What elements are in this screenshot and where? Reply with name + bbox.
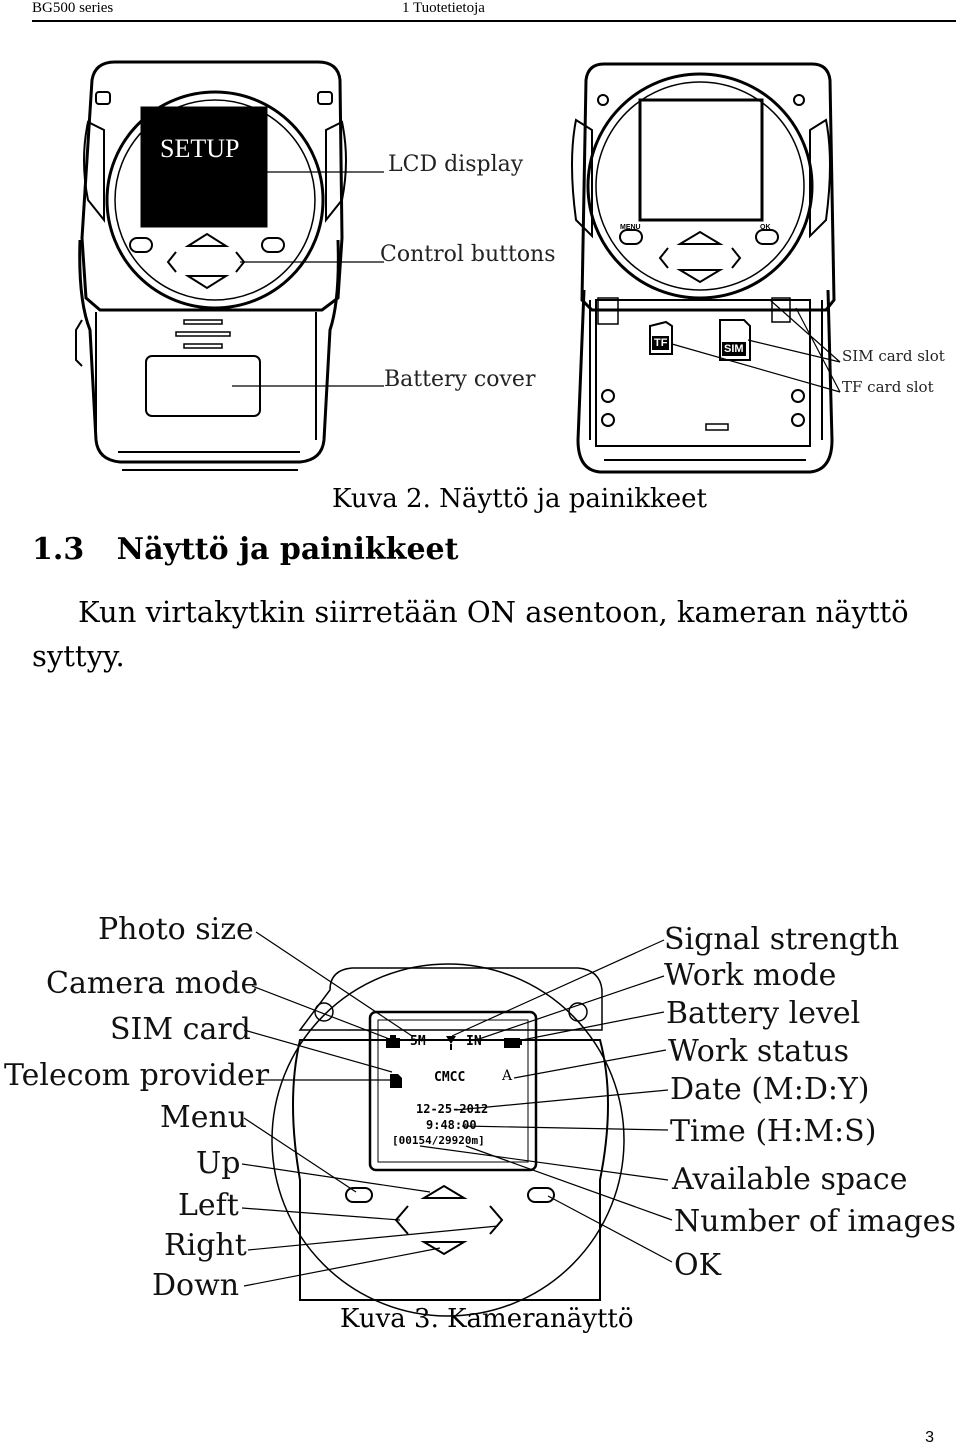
screen-work-mode: IN bbox=[466, 1034, 482, 1049]
section-heading: 1.3 Näyttö ja painikkeet bbox=[32, 532, 458, 567]
label-work-mode: Work mode bbox=[664, 958, 837, 993]
label-ok: OK bbox=[674, 1248, 722, 1283]
label-lcd-display: LCD display bbox=[388, 152, 524, 177]
label-date: Date (M:D:Y) bbox=[670, 1072, 870, 1107]
menu-button-label: MENU bbox=[620, 224, 641, 231]
sim-slot-mark: SIM bbox=[722, 342, 746, 356]
label-number-of-images: Number of images bbox=[674, 1204, 956, 1239]
section-number: 1.3 bbox=[32, 532, 85, 567]
tf-slot-mark: TF bbox=[652, 336, 670, 350]
label-battery-cover: Battery cover bbox=[384, 367, 536, 392]
page-number: 3 bbox=[925, 1429, 934, 1446]
label-signal-strength: Signal strength bbox=[664, 922, 900, 957]
lcd-screen: SETUP bbox=[142, 108, 266, 226]
label-tf-card-slot: TF card slot bbox=[842, 378, 934, 396]
label-sim-card-slot: SIM card slot bbox=[842, 347, 945, 365]
label-camera-mode: Camera mode bbox=[46, 966, 259, 1001]
label-control-buttons: Control buttons bbox=[380, 242, 556, 267]
label-work-status: Work status bbox=[668, 1034, 850, 1069]
screen-provider: CMCC bbox=[434, 1070, 466, 1085]
label-menu: Menu bbox=[160, 1100, 248, 1135]
label-up: Up bbox=[196, 1146, 241, 1181]
label-right: Right bbox=[164, 1228, 247, 1263]
header-series: BG500 series bbox=[32, 0, 114, 16]
screen-status: A bbox=[502, 1068, 513, 1084]
screen-time: 9:48:00 bbox=[426, 1118, 477, 1132]
figure-3-caption: Kuva 3. Kameranäyttö bbox=[340, 1304, 634, 1334]
label-available-space: Available space bbox=[672, 1162, 908, 1197]
screen-date: 12-25-2012 bbox=[416, 1102, 489, 1116]
header-chapter: 1 Tuotetietoja bbox=[402, 0, 485, 16]
label-telecom-provider: Telecom provider bbox=[4, 1058, 270, 1093]
label-photo-size: Photo size bbox=[98, 912, 254, 947]
label-time: Time (H:M:S) bbox=[670, 1114, 877, 1149]
screen-counter: [00154/29920m] bbox=[392, 1134, 485, 1147]
figure-2-caption: Kuva 2. Näyttö ja painikkeet bbox=[332, 484, 707, 514]
page-header: BG500 series 1 Tuotetietoja bbox=[32, 0, 956, 22]
screen-photo-size: 5M bbox=[410, 1034, 426, 1049]
label-left: Left bbox=[178, 1188, 239, 1223]
section-title: Näyttö ja painikkeet bbox=[116, 532, 459, 567]
label-battery-level: Battery level bbox=[666, 996, 861, 1031]
body-paragraph: Kun virtakytkin siirretään ON asentoon, … bbox=[32, 595, 909, 673]
label-down: Down bbox=[152, 1268, 240, 1303]
ok-button-label: OK bbox=[760, 224, 771, 231]
label-sim-card: SIM card bbox=[110, 1012, 251, 1047]
lcd-screen-text: SETUP bbox=[160, 134, 240, 163]
figure-2-camera-drawings bbox=[75, 60, 841, 474]
